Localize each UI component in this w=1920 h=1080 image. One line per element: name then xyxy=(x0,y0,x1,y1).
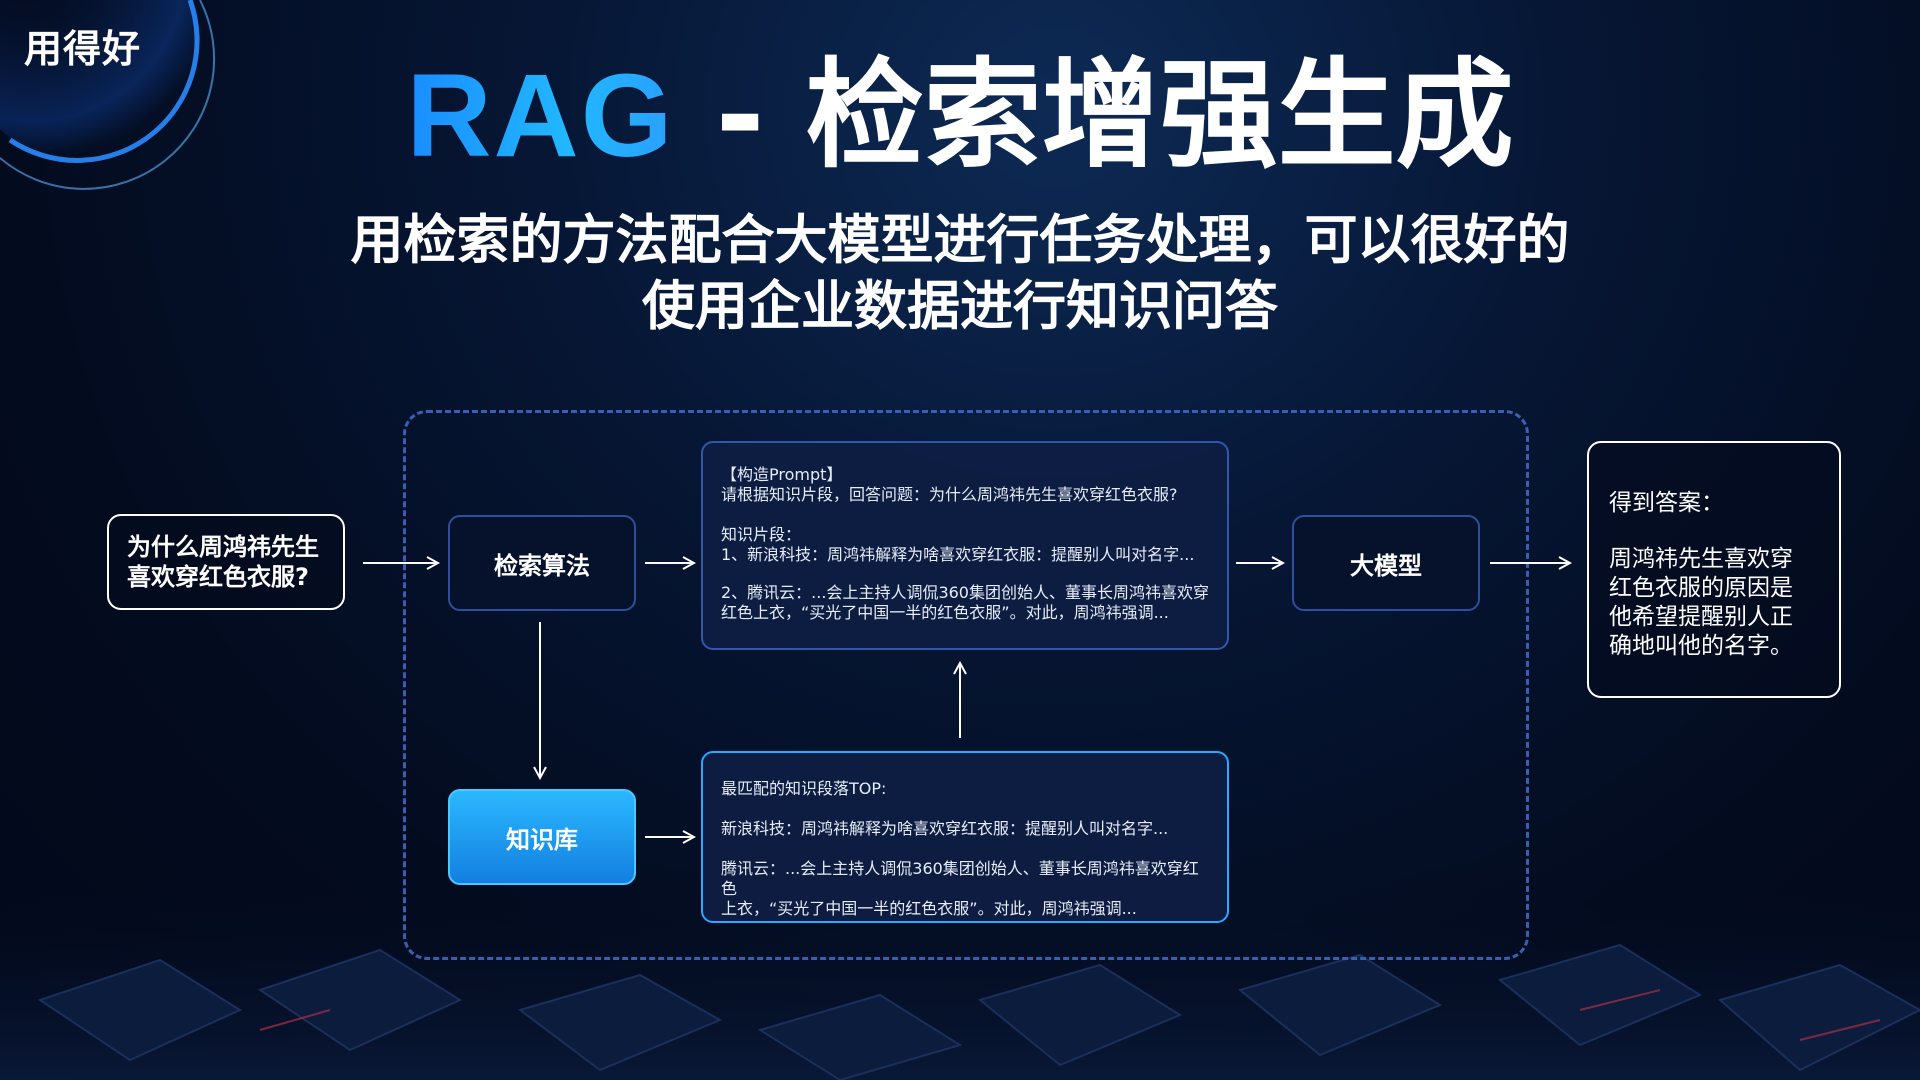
answer-box: 得到答案： 周鸿祎先生喜欢穿 红色衣服的原因是 他希望提醒别人正 确地叫他的名字… xyxy=(1587,441,1841,698)
top-matches-panel: 最匹配的知识段落TOP: 新浪科技：周鸿祎解释为啥喜欢穿红衣服：提醒别人叫对名字… xyxy=(701,751,1229,923)
snippets-heading: 知识片段： xyxy=(721,525,802,544)
top-match-2-line-2: 上衣，“买光了中国一半的红色衣服”。对此，周鸿祎强调... xyxy=(721,899,1137,918)
subtitle-line-2: 使用企业数据进行知识问答 xyxy=(642,276,1278,337)
top-matches-heading: 最匹配的知识段落TOP: xyxy=(721,779,887,798)
retrieval-algorithm-node: 检索算法 xyxy=(448,515,636,611)
answer-text: 周鸿祎先生喜欢穿 红色衣服的原因是 他希望提醒别人正 确地叫他的名字。 xyxy=(1609,545,1819,661)
retrieval-label: 检索算法 xyxy=(494,551,590,580)
answer-line-2: 红色衣服的原因是 xyxy=(1609,575,1793,601)
logo-glow-ring xyxy=(0,0,216,190)
question-box: 为什么周鸿祎先生 喜欢穿红色衣服? xyxy=(107,514,345,610)
answer-line-3: 他希望提醒别人正 xyxy=(1609,604,1793,630)
knowledge-base-label: 知识库 xyxy=(506,825,578,854)
answer-heading: 得到答案： xyxy=(1609,490,1724,516)
subtitle-line-1: 用检索的方法配合大模型进行任务处理，可以很好的 xyxy=(350,210,1570,271)
page-subtitle: 用检索的方法配合大模型进行任务处理，可以很好的 使用企业数据进行知识问答 xyxy=(0,208,1920,340)
page-title: RAG - 检索增强生成 xyxy=(0,40,1920,191)
rag-process-frame xyxy=(403,410,1529,960)
knowledge-base-node: 知识库 xyxy=(448,789,636,885)
llm-label: 大模型 xyxy=(1350,551,1422,580)
brand-logo: 用得好 xyxy=(24,27,142,71)
title-rest: - 检索增强生成 xyxy=(674,46,1514,184)
prompt-panel: 【构造Prompt】 请根据知识片段，回答问题：为什么周鸿祎先生喜欢穿红色衣服?… xyxy=(701,441,1229,650)
title-acronym: RAG xyxy=(406,50,675,182)
question-line-1: 为什么周鸿祎先生 xyxy=(127,533,319,561)
snippet-1: 1、新浪科技：周鸿祎解释为啥喜欢穿红衣服：提醒别人叫对名字... xyxy=(721,545,1195,564)
answer-line-4: 确地叫他的名字。 xyxy=(1609,633,1793,659)
question-line-2: 喜欢穿红色衣服? xyxy=(127,563,309,591)
llm-node: 大模型 xyxy=(1292,515,1480,611)
prompt-heading: 【构造Prompt】 xyxy=(721,465,843,484)
snippet-2-line-1: 2、腾讯云：...会上主持人调侃360集团创始人、董事长周鸿祎喜欢穿 xyxy=(721,583,1209,602)
answer-line-1: 周鸿祎先生喜欢穿 xyxy=(1609,546,1793,572)
top-match-2-line-1: 腾讯云：...会上主持人调侃360集团创始人、董事长周鸿祎喜欢穿红色 xyxy=(721,859,1199,898)
top-match-1: 新浪科技：周鸿祎解释为啥喜欢穿红衣服：提醒别人叫对名字... xyxy=(721,819,1169,838)
prompt-instruction: 请根据知识片段，回答问题：为什么周鸿祎先生喜欢穿红色衣服? xyxy=(721,485,1178,504)
snippet-2-line-2: 红色上衣，“买光了中国一半的红色衣服”。对此，周鸿祎强调... xyxy=(721,603,1169,622)
